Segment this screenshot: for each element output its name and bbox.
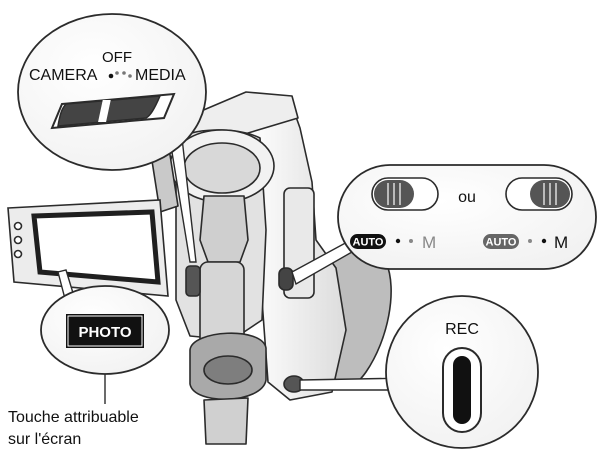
power-switch-grip — [98, 100, 111, 122]
power-dot-camera — [108, 73, 114, 79]
body-mode-switch — [278, 267, 294, 291]
lcd-button-1 — [13, 221, 23, 231]
power-switch-knob — [57, 95, 162, 127]
mode-dot-auto-left — [395, 238, 401, 244]
rec-button-callout: REC — [299, 295, 539, 449]
power-label-media: MEDIA — [135, 67, 186, 84]
mode-switch-callout: AUTO M ou AUTO M — [291, 164, 597, 286]
photo-button-callout: PHOTO — [40, 269, 170, 404]
auto-badge-right — [483, 234, 519, 249]
lcd-button-3 — [13, 249, 23, 259]
power-label-off: OFF — [102, 49, 132, 66]
manual-label-left: M — [422, 233, 436, 252]
caption-line-1: Touche attribuable — [8, 409, 139, 426]
auto-label-left: AUTO — [353, 237, 384, 249]
rec-button-core — [453, 356, 471, 424]
lcd-screen — [31, 209, 161, 285]
body-side-switch — [185, 265, 201, 297]
rec-label: REC — [445, 321, 479, 338]
auto-badge-left — [350, 234, 386, 249]
mode-dot-mid-left — [409, 239, 413, 243]
power-dot-off-2 — [122, 71, 126, 75]
photo-button-label: PHOTO — [78, 324, 131, 341]
power-dot-off-1 — [115, 71, 119, 75]
mode-separator: ou — [458, 189, 476, 206]
auto-label-right: AUTO — [486, 237, 517, 249]
mode-dot-mid-right — [541, 238, 547, 244]
lcd-button-2 — [13, 235, 23, 245]
eyecup-window — [203, 355, 253, 385]
power-label-camera: CAMERA — [29, 67, 98, 84]
lower-stem — [203, 397, 249, 445]
caption-line-2: sur l'écran — [8, 431, 81, 448]
lcd-panel — [7, 199, 169, 297]
lens-hood — [199, 195, 249, 263]
photo-button — [66, 314, 144, 348]
camcorder-body — [149, 91, 392, 445]
power-switch-callout: CAMERA OFF MEDIA — [17, 13, 207, 263]
manual-label-right: M — [554, 233, 568, 252]
lens-ring-inner — [183, 142, 261, 194]
power-dot-media — [128, 74, 132, 78]
mode-dot-auto-right — [528, 239, 532, 243]
